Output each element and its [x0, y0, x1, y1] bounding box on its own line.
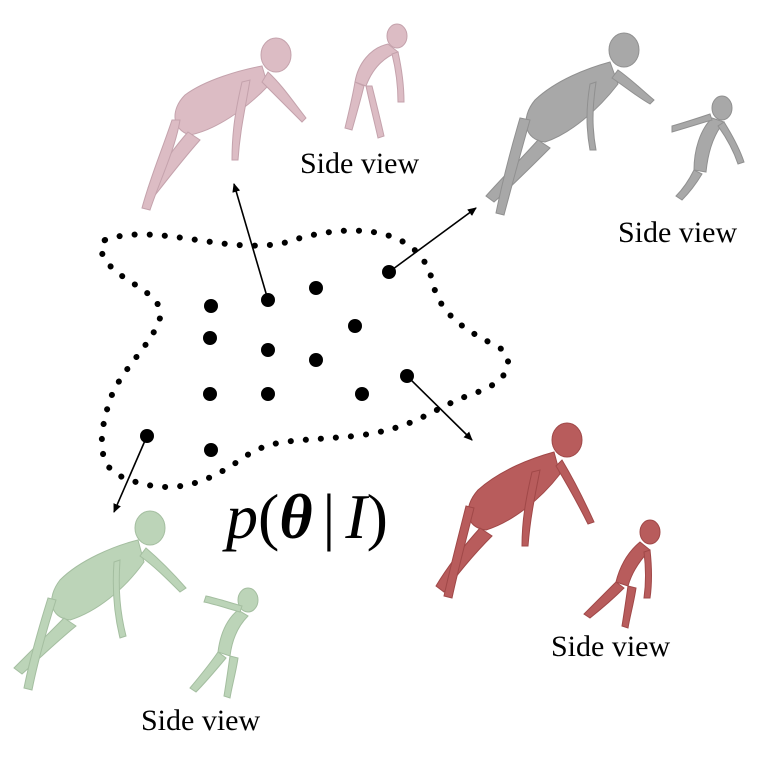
pose-leg	[344, 81, 365, 131]
pose-head	[134, 510, 166, 546]
formula-condition: I	[344, 481, 369, 552]
side-view-label-gray: Side view	[618, 216, 737, 249]
pose-leg	[13, 617, 77, 675]
pose-arm	[643, 549, 652, 599]
pose-samples	[140, 265, 414, 457]
pose-red-side	[583, 519, 661, 629]
pose-arm	[555, 459, 595, 525]
sample-point	[261, 387, 275, 401]
pose-head	[639, 519, 661, 545]
sample-point	[348, 319, 362, 333]
pose-leg	[23, 597, 57, 691]
pose-leg	[675, 169, 703, 201]
arrow-to-red-pose	[406, 375, 473, 441]
sample-point	[309, 281, 323, 295]
pose-pink	[141, 37, 307, 211]
pose-head	[711, 95, 733, 121]
pose-leg	[189, 651, 227, 693]
pose-arm	[261, 71, 307, 123]
pose-arm	[521, 469, 541, 547]
pose-torso	[467, 451, 561, 531]
pose-leg	[443, 505, 475, 599]
pose-leg	[583, 581, 625, 619]
side-view-label-red: Side view	[551, 630, 670, 663]
pose-arm	[586, 81, 597, 151]
formula-close-paren: )	[367, 481, 388, 552]
formula-p: p	[222, 481, 258, 552]
pose-leg	[223, 655, 239, 699]
pose-torso	[51, 539, 145, 621]
pose-arm	[611, 69, 655, 105]
arrows	[113, 183, 477, 513]
sample-point	[203, 387, 217, 401]
distribution-boundary	[97, 227, 512, 490]
pose-green	[13, 510, 187, 691]
pose-green-side	[189, 587, 259, 699]
pose-leg	[495, 117, 531, 216]
sample-point	[203, 331, 217, 345]
side-view-label-pink: Side view	[300, 147, 419, 180]
pose-leg	[621, 585, 637, 629]
pose-arm	[203, 595, 243, 613]
pose-head	[237, 587, 259, 613]
pose-leg	[141, 119, 181, 211]
pose-head	[551, 422, 583, 458]
pose-gray-side	[671, 95, 745, 201]
pose-leg	[365, 85, 385, 139]
pose-arm	[391, 51, 405, 103]
pose-head	[386, 23, 408, 49]
pose-torso	[217, 609, 249, 657]
pose-arm	[231, 79, 251, 161]
pose-gray	[485, 32, 655, 216]
pose-torso	[693, 117, 725, 173]
pose-pink-side	[344, 23, 408, 139]
pose-arm	[717, 121, 745, 165]
pose-torso	[525, 61, 619, 143]
pose-arm	[671, 113, 713, 133]
arrow-to-pink-pose	[232, 183, 269, 301]
formula-bar: |	[323, 481, 336, 552]
formula-theta: θ	[279, 481, 312, 552]
formula-open-paren: (	[258, 481, 279, 552]
pose-head	[608, 32, 640, 68]
sample-point	[204, 299, 218, 313]
pose-arm	[112, 559, 127, 639]
sample-point	[204, 443, 218, 457]
pose-arm	[139, 547, 187, 593]
sample-point	[261, 343, 275, 357]
pose-head	[260, 37, 292, 73]
sample-point	[309, 353, 323, 367]
arrow-to-gray-pose	[388, 207, 477, 273]
pose-torso	[354, 43, 399, 87]
pose-red	[435, 422, 595, 599]
sample-point	[355, 387, 369, 401]
distribution-formula: p(θ|I)	[222, 481, 388, 552]
pose-torso	[174, 65, 269, 136]
side-view-label-green: Side view	[141, 704, 260, 737]
arrow-to-green-pose	[113, 435, 148, 513]
